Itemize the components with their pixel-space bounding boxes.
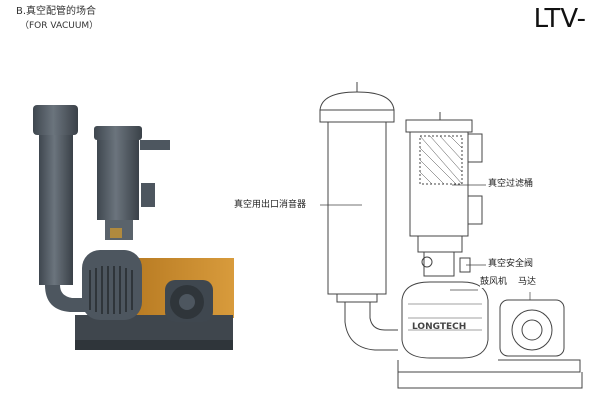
leader-lines <box>320 184 531 300</box>
label-vacuum-filter: 真空过滤桶 <box>488 179 534 190</box>
label-exhaust-silencer: 真空用出口消音器 <box>234 200 307 211</box>
drawing-filter <box>405 112 483 277</box>
brand-logo-text: LONGTECH <box>412 322 467 332</box>
title-block: B.真空配管的场合 （FOR VACUUM） <box>16 6 98 32</box>
page-title: B.真空配管的场合 <box>16 6 97 17</box>
photo-motor <box>165 280 213 322</box>
drawing-blower <box>401 281 489 359</box>
photo-blower <box>82 250 142 320</box>
drawing-silencer <box>319 82 398 351</box>
drawing-motor <box>397 299 583 389</box>
model-code: LTV- <box>533 4 586 34</box>
label-motor: 马达 <box>518 277 537 288</box>
label-safety-valve: 真空安全阀 <box>488 259 534 270</box>
label-blower: 鼓风机 <box>480 277 508 288</box>
page-subtitle: （FOR VACUUM） <box>20 21 99 31</box>
photo-silencer <box>33 105 92 312</box>
photo-filter <box>94 126 170 240</box>
